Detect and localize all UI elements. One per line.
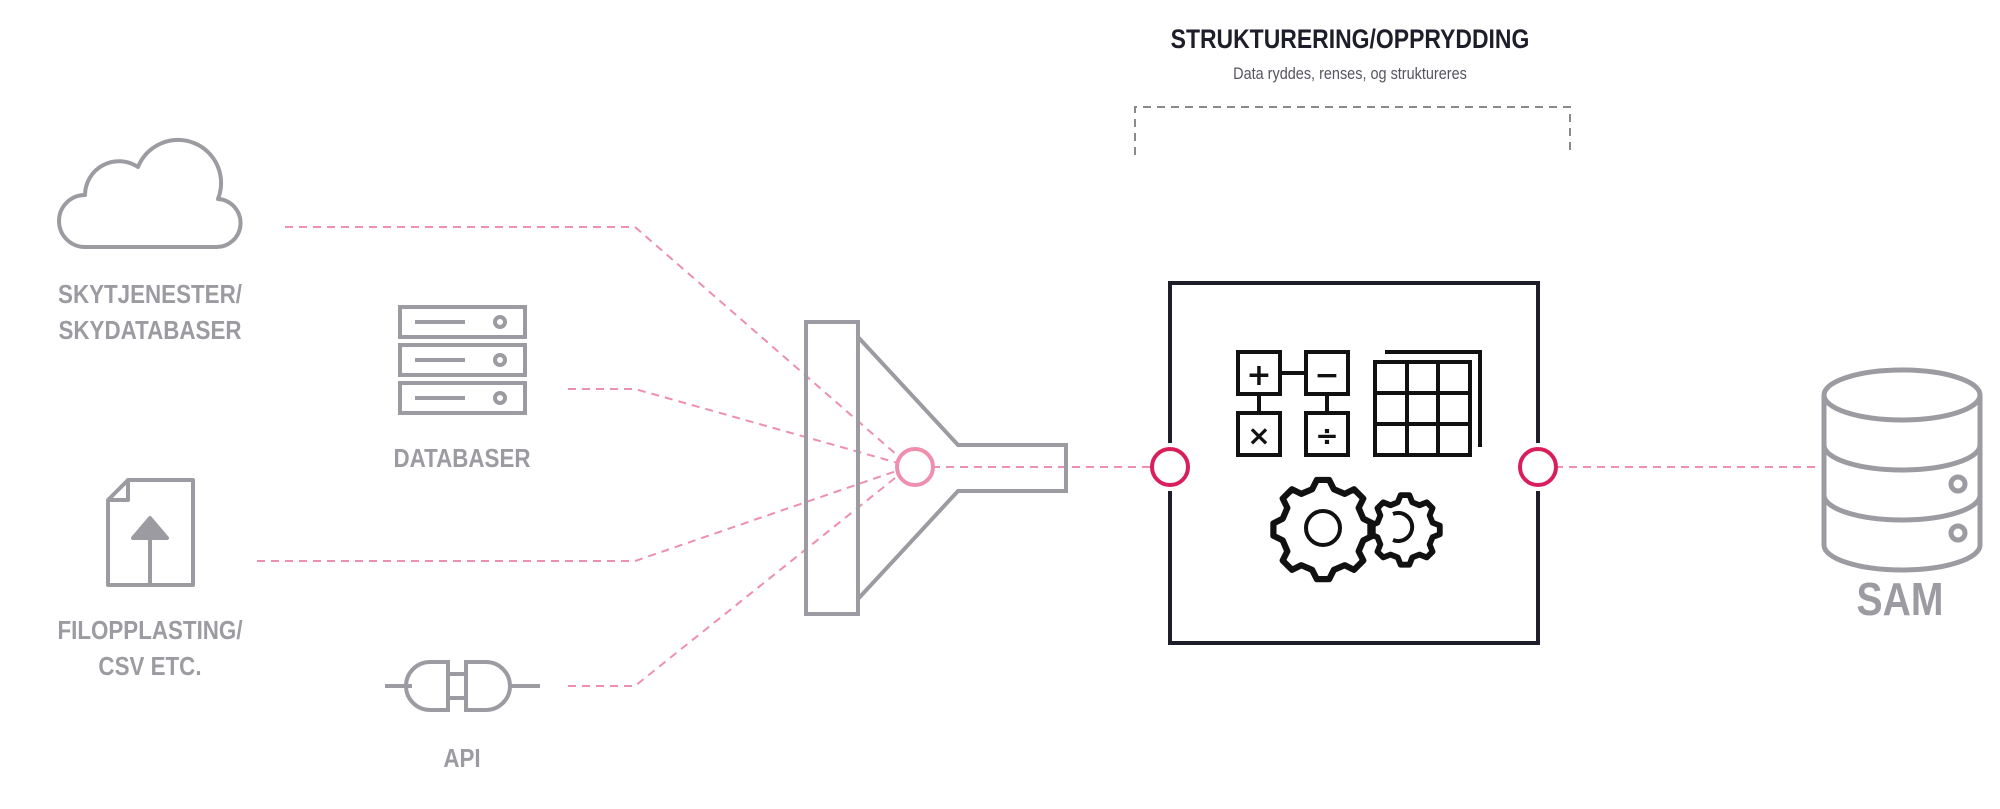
server-rack-icon (398, 305, 527, 415)
cloud-label-line2: SKYDATABASER (58, 315, 242, 345)
database-label: DATABASER (393, 443, 531, 473)
processor-frame (1168, 281, 1540, 645)
stage-bracket (1134, 106, 1571, 155)
connector-cloud (285, 226, 906, 463)
file-label: FILOPPLASTING/ CSV ETC. (55, 612, 244, 684)
processor-input-node (1150, 447, 1190, 487)
stage-title: STRUKTURERING/OPPRYDDING (1170, 24, 1530, 54)
gears-icon (1270, 476, 1443, 583)
cloud-label: SKYTJENESTER/ SKYDATABASER (55, 276, 244, 348)
file-upload-icon (106, 478, 195, 587)
operator-minus: − (1314, 358, 1339, 393)
file-label-line1: FILOPPLASTING/ (57, 615, 243, 645)
small-gear (1367, 492, 1443, 568)
database-cylinder-icon (1821, 367, 1983, 573)
cloud-icon (57, 137, 243, 250)
cloud-label-line1: SKYTJENESTER/ (58, 279, 242, 309)
destination-label: SAM (1856, 573, 1944, 625)
operator-divide: ÷ (1315, 419, 1338, 452)
plug-icon (385, 660, 540, 712)
funnel-icon (804, 320, 1068, 616)
calculator-operators-icon (1236, 350, 1350, 457)
api-label: API (443, 743, 481, 773)
table-grid-icon (1373, 350, 1482, 457)
funnel-node (895, 447, 935, 487)
stage-subtitle: Data ryddes, renses, og struktureres (1233, 64, 1467, 83)
file-label-line2: CSV ETC. (98, 651, 202, 681)
operator-plus: + (1246, 358, 1271, 393)
operator-multiply: × (1247, 419, 1270, 452)
connector-file (257, 467, 906, 562)
connector-api (568, 469, 906, 687)
connector-lines (257, 226, 1820, 687)
processor-output-node (1518, 447, 1558, 487)
large-gear (1270, 476, 1376, 583)
connector-database (568, 388, 906, 466)
